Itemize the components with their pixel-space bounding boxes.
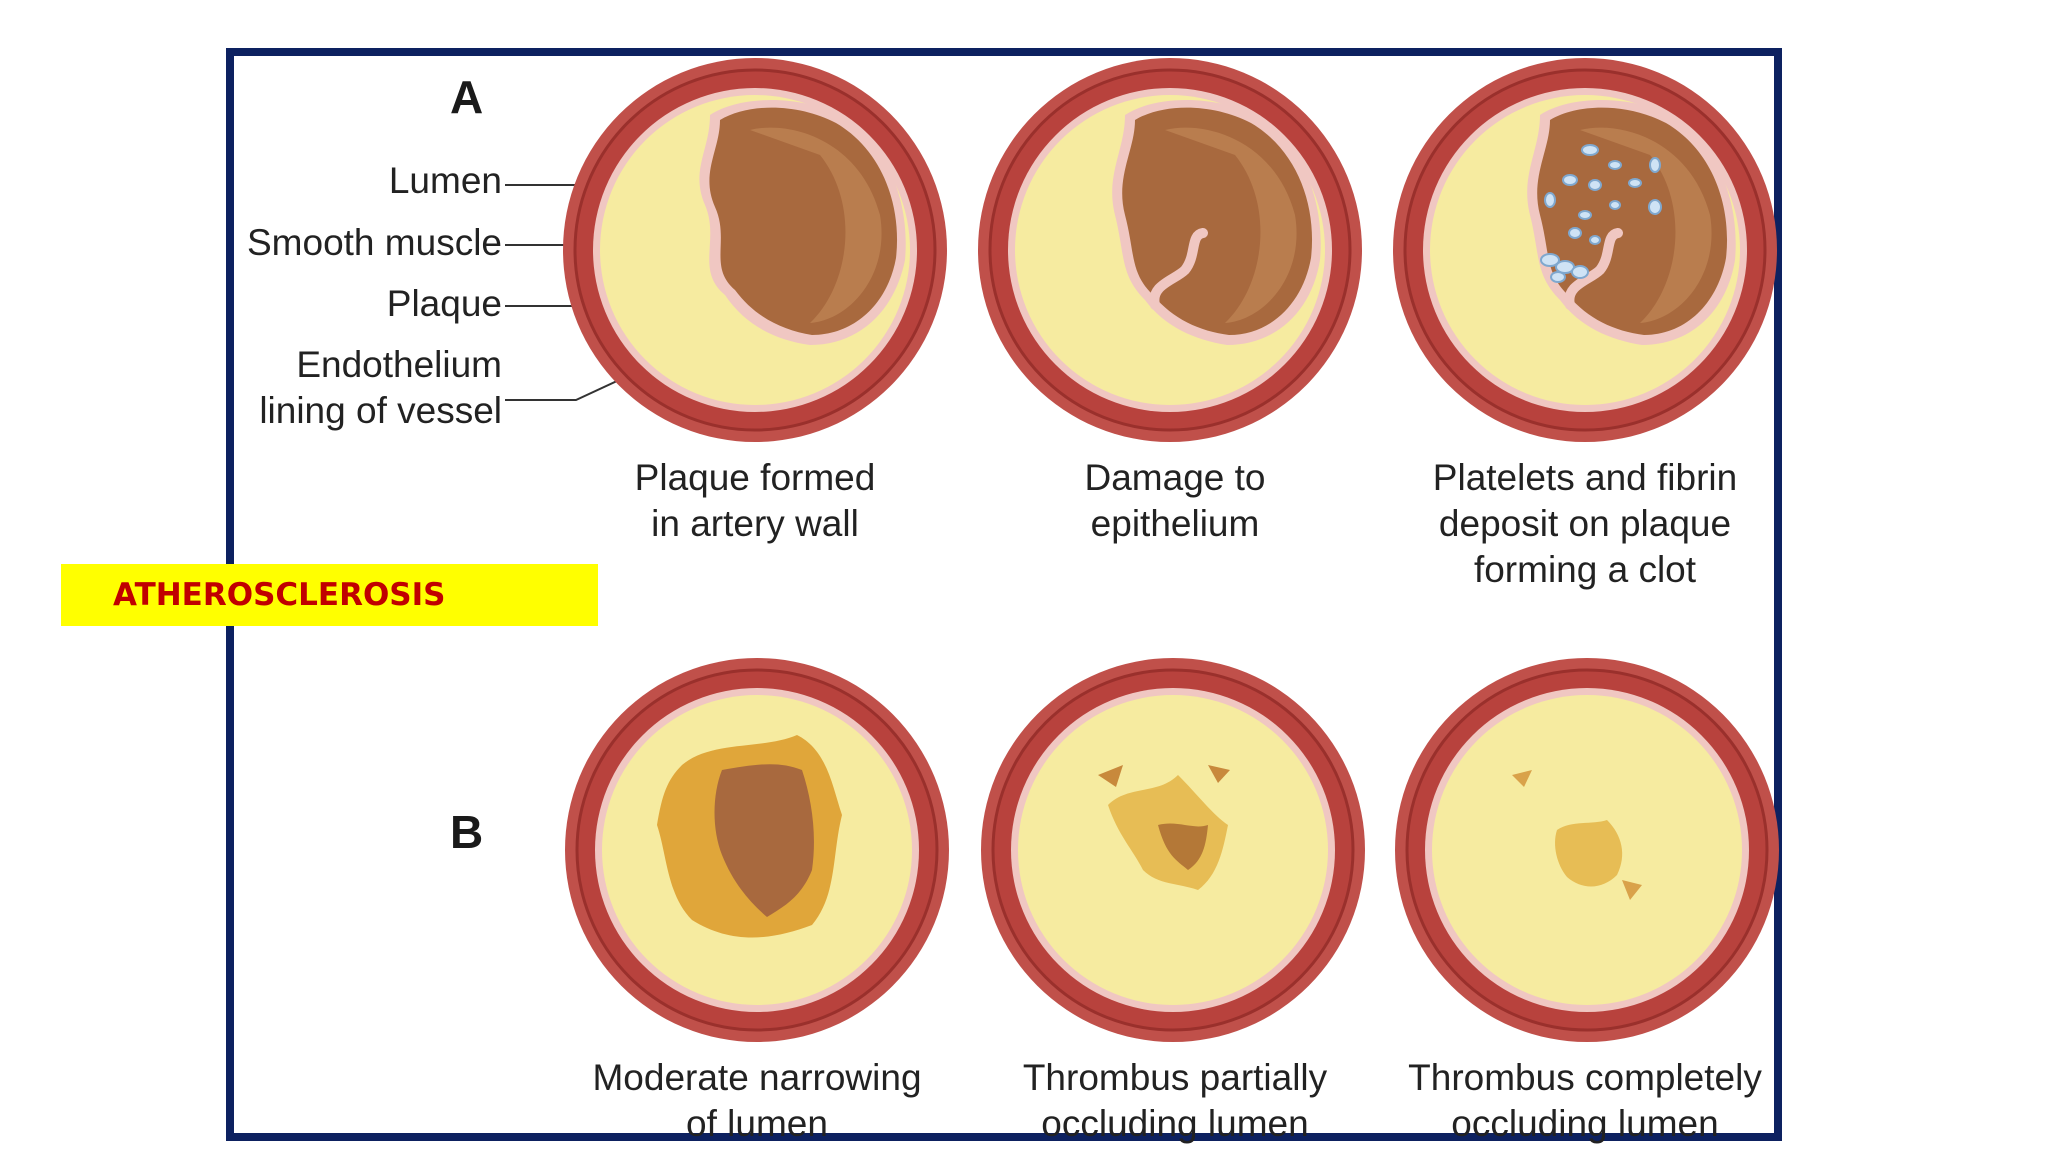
caption-a2-line2: epithelium bbox=[1090, 503, 1260, 544]
caption-a1-line2: in artery wall bbox=[651, 503, 859, 544]
caption-b3: Thrombus completely occluding lumen bbox=[1375, 1055, 1795, 1147]
caption-b2: Thrombus partially occluding lumen bbox=[965, 1055, 1385, 1147]
artery-b1-moderate-narrowing bbox=[565, 658, 949, 1042]
caption-b1: Moderate narrowing of lumen bbox=[547, 1055, 967, 1147]
label-lumen: Lumen bbox=[388, 160, 502, 201]
panel-b-letter: B bbox=[450, 806, 484, 858]
artery-a3-clot bbox=[1393, 58, 1777, 442]
artery-a2-damage bbox=[978, 58, 1362, 442]
caption-a3-line2: deposit on plaque bbox=[1438, 503, 1732, 544]
label-plaque: Plaque bbox=[386, 283, 502, 324]
caption-a1-line1: Plaque formed bbox=[634, 457, 876, 498]
caption-a2: Damage to epithelium bbox=[965, 455, 1385, 547]
caption-b1-line1: Moderate narrowing bbox=[592, 1057, 922, 1098]
label-endothelium-line2: lining of vessel bbox=[259, 390, 502, 431]
label-endothelium: Endothelium lining of vessel bbox=[259, 342, 502, 434]
caption-a1: Plaque formed in artery wall bbox=[545, 455, 965, 547]
banner-title: ATHEROSCLEROSIS bbox=[113, 577, 446, 613]
caption-a3-line3: forming a clot bbox=[1473, 549, 1697, 590]
title-banner: ATHEROSCLEROSIS bbox=[61, 564, 598, 626]
panel-a-letter: A bbox=[450, 71, 484, 123]
artery-a1-plaque-formed bbox=[563, 58, 947, 442]
caption-b2-line1: Thrombus partially bbox=[1022, 1057, 1328, 1098]
caption-a3-line1: Platelets and fibrin bbox=[1432, 457, 1738, 498]
caption-b3-line2: occluding lumen bbox=[1451, 1103, 1719, 1144]
label-smooth-muscle: Smooth muscle bbox=[247, 222, 502, 263]
caption-a3: Platelets and fibrin deposit on plaque f… bbox=[1375, 455, 1795, 593]
label-endothelium-line1: Endothelium bbox=[296, 344, 502, 385]
caption-a2-line1: Damage to bbox=[1084, 457, 1266, 498]
caption-b2-line2: occluding lumen bbox=[1041, 1103, 1309, 1144]
artery-b3-complete-thrombus bbox=[1395, 658, 1779, 1042]
artery-b2-partial-thrombus bbox=[981, 658, 1365, 1042]
caption-b1-line2: of lumen bbox=[686, 1103, 828, 1144]
caption-b3-line1: Thrombus completely bbox=[1408, 1057, 1762, 1098]
